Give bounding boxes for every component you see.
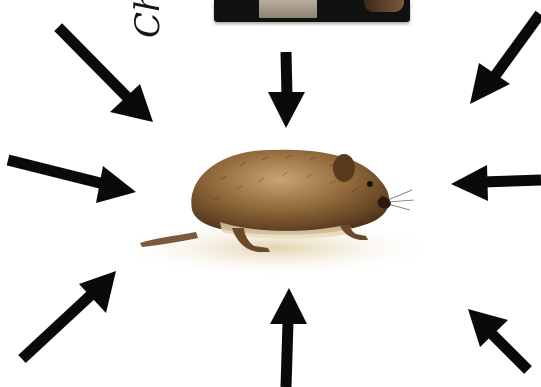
arrow-bottom-left — [22, 271, 116, 359]
body — [191, 150, 389, 235]
ear — [333, 154, 355, 182]
arrow-right — [451, 165, 541, 201]
rodent-illustration — [125, 150, 425, 274]
arrow-left — [8, 160, 136, 203]
arrow-top-left — [62, 31, 153, 122]
eye — [367, 181, 373, 187]
arrow-top-center — [268, 52, 305, 128]
arrow-bottom-right — [468, 309, 528, 370]
whiskers — [388, 190, 414, 210]
arrow-bottom-center — [270, 288, 307, 387]
arrow-top-right — [470, 14, 540, 104]
